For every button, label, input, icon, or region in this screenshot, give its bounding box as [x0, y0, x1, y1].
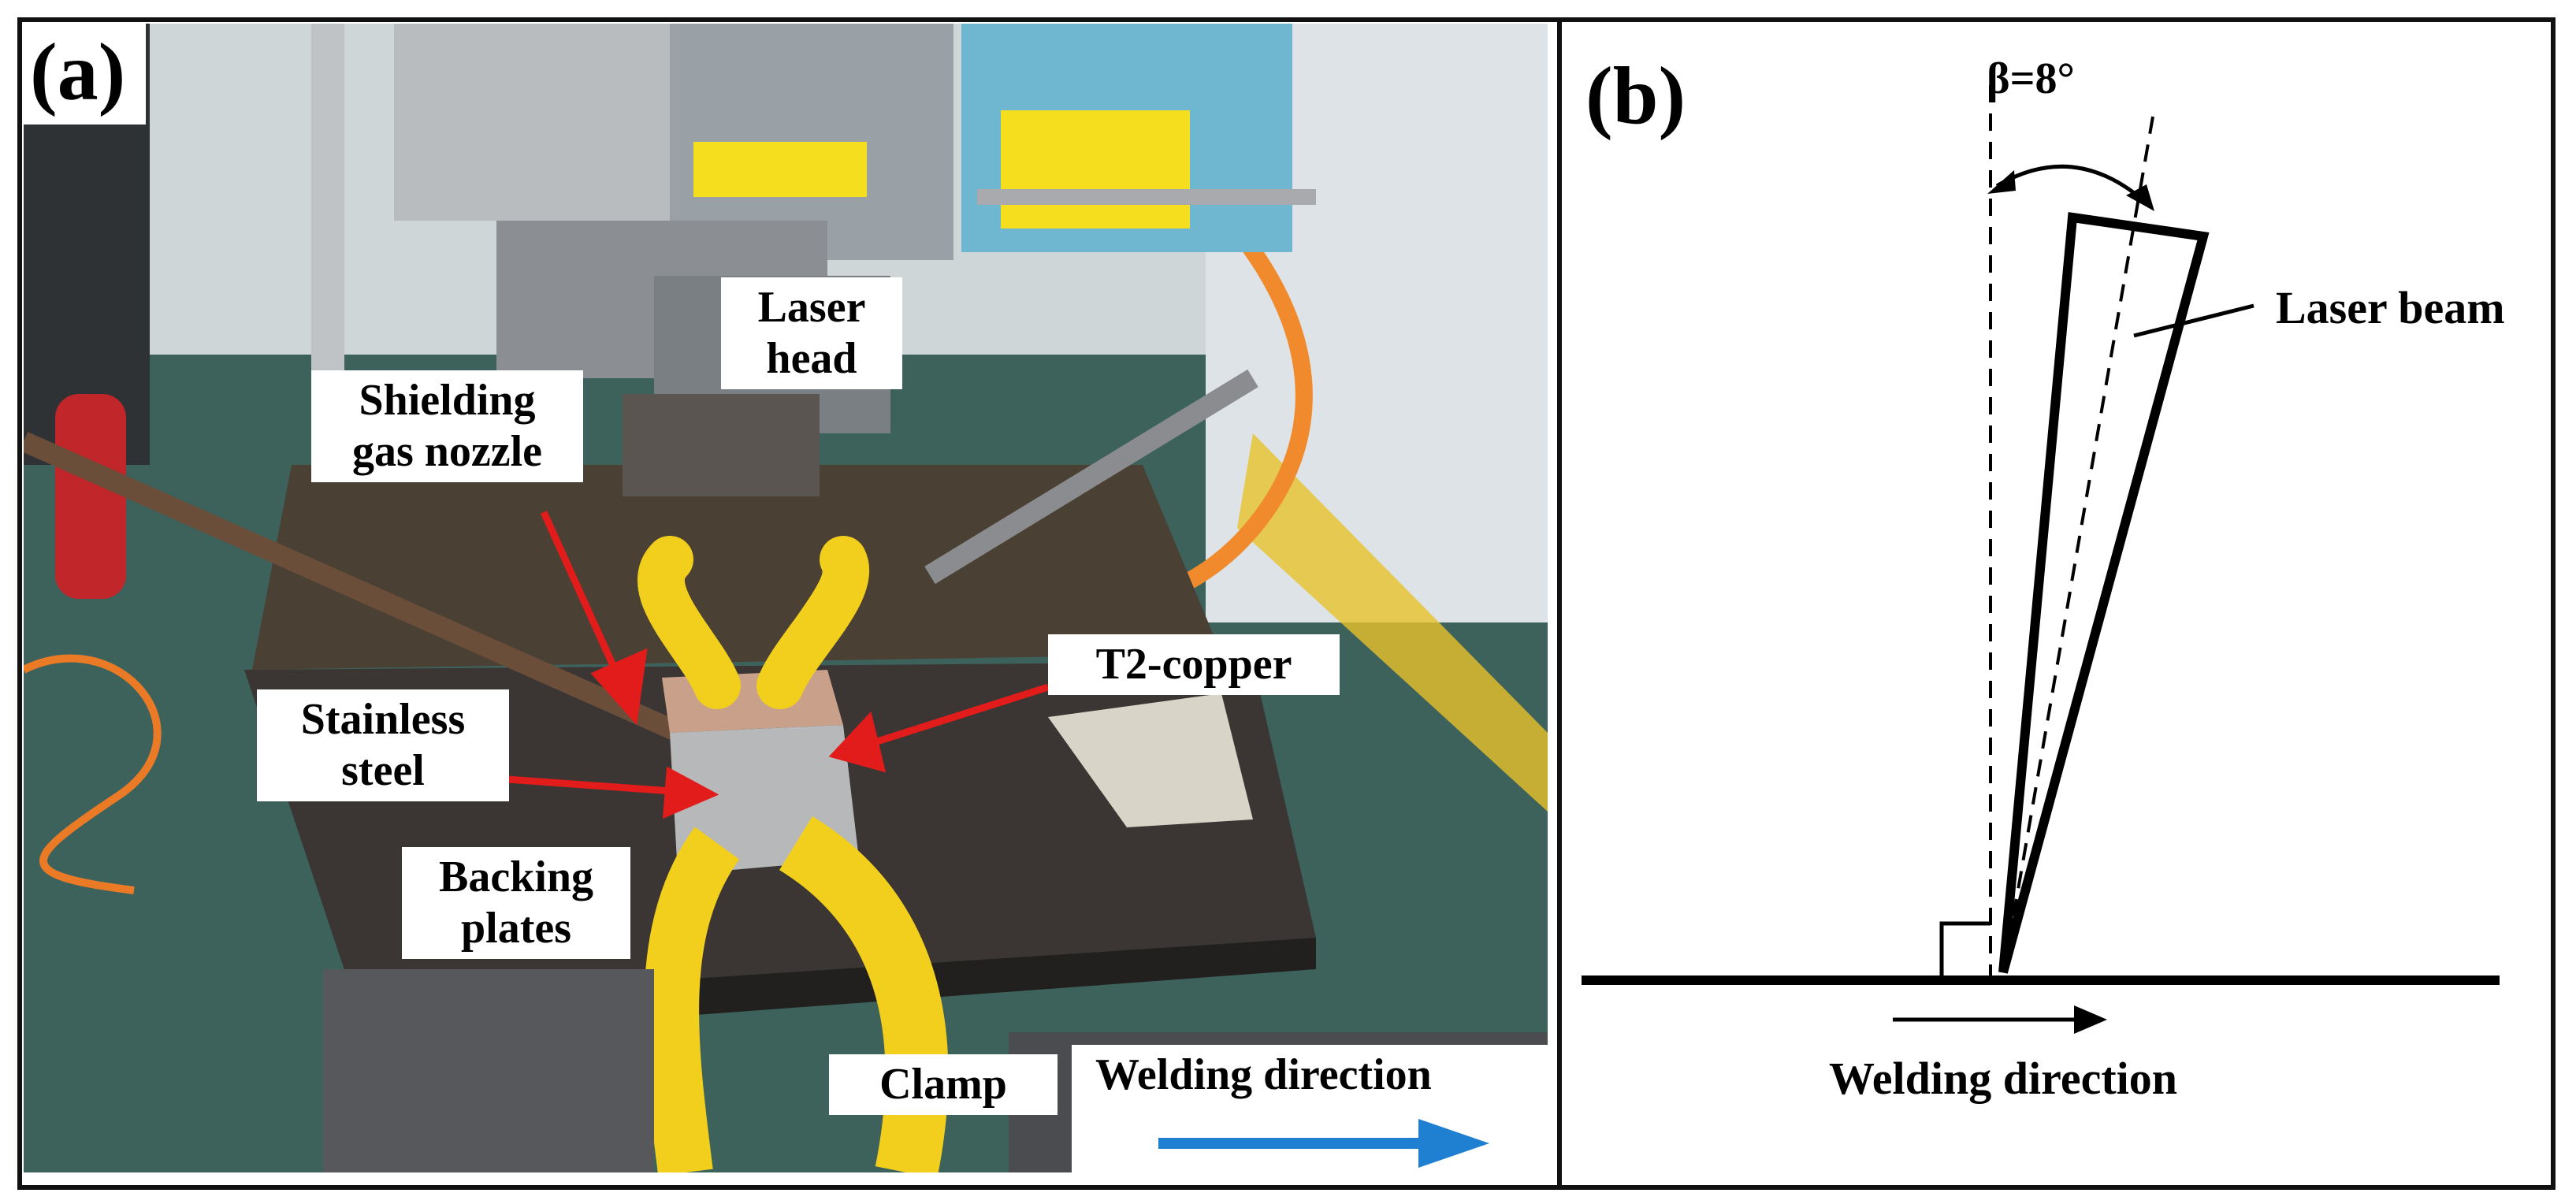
shielding-gas-nozzle: [24, 432, 738, 766]
laser-beam-leader: [2133, 303, 2254, 338]
label-laser-head: Laser head: [721, 277, 902, 389]
angle-arrow-left: [1987, 170, 2016, 194]
right-angle-marker: [1939, 921, 1991, 979]
arrow-head-stainless: [662, 766, 719, 819]
clamp-upper-left: [637, 536, 741, 709]
laser-beam-label: Laser beam: [2276, 282, 2505, 333]
arrow-head-copper: [828, 711, 887, 773]
label-stainless-steel: Stainless steel: [257, 689, 509, 801]
arrow-head-nozzle: [590, 648, 648, 726]
clamp-upper-right: [756, 536, 870, 709]
welding-setup-photo: (a) Laser head Shielding gas nozzle T2-c…: [24, 24, 1548, 1172]
blue-direction-arrow: [1158, 1119, 1489, 1168]
panel-b-tag: (b): [1585, 50, 1686, 141]
direction-arrow-head: [2074, 1005, 2107, 1034]
photo-scene: [24, 24, 1548, 1172]
angle-label: β=8°: [1987, 54, 2075, 103]
foil-wrapped-head: [394, 24, 678, 221]
label-t2-copper: T2-copper: [1048, 634, 1340, 695]
label-shielding-gas-nozzle: Shielding gas nozzle: [311, 370, 583, 482]
welding-direction-text: Welding direction: [1095, 1050, 1432, 1099]
welding-direction-label-b: Welding direction: [1829, 1053, 2177, 1104]
laser-angle-diagram: β=8° Laser beam Welding direction: [1582, 54, 2505, 1104]
label-welding-direction: Welding direction: [1072, 1045, 1548, 1172]
clamp-lower-left: [644, 827, 740, 1172]
panel-divider: [1557, 17, 1562, 1185]
label-clamp: Clamp: [829, 1054, 1058, 1115]
fire-extinguisher: [55, 394, 126, 599]
laser-beam-cone: [1998, 212, 2210, 974]
label-backing-plates: Backing plates: [402, 847, 630, 959]
beam-axis-line: [2002, 116, 2154, 976]
angle-arc: [1995, 164, 2147, 203]
annotation-arrows: [496, 511, 1050, 819]
panel-a-tag: (a): [24, 24, 147, 124]
angle-arrow-right: [2126, 184, 2154, 211]
